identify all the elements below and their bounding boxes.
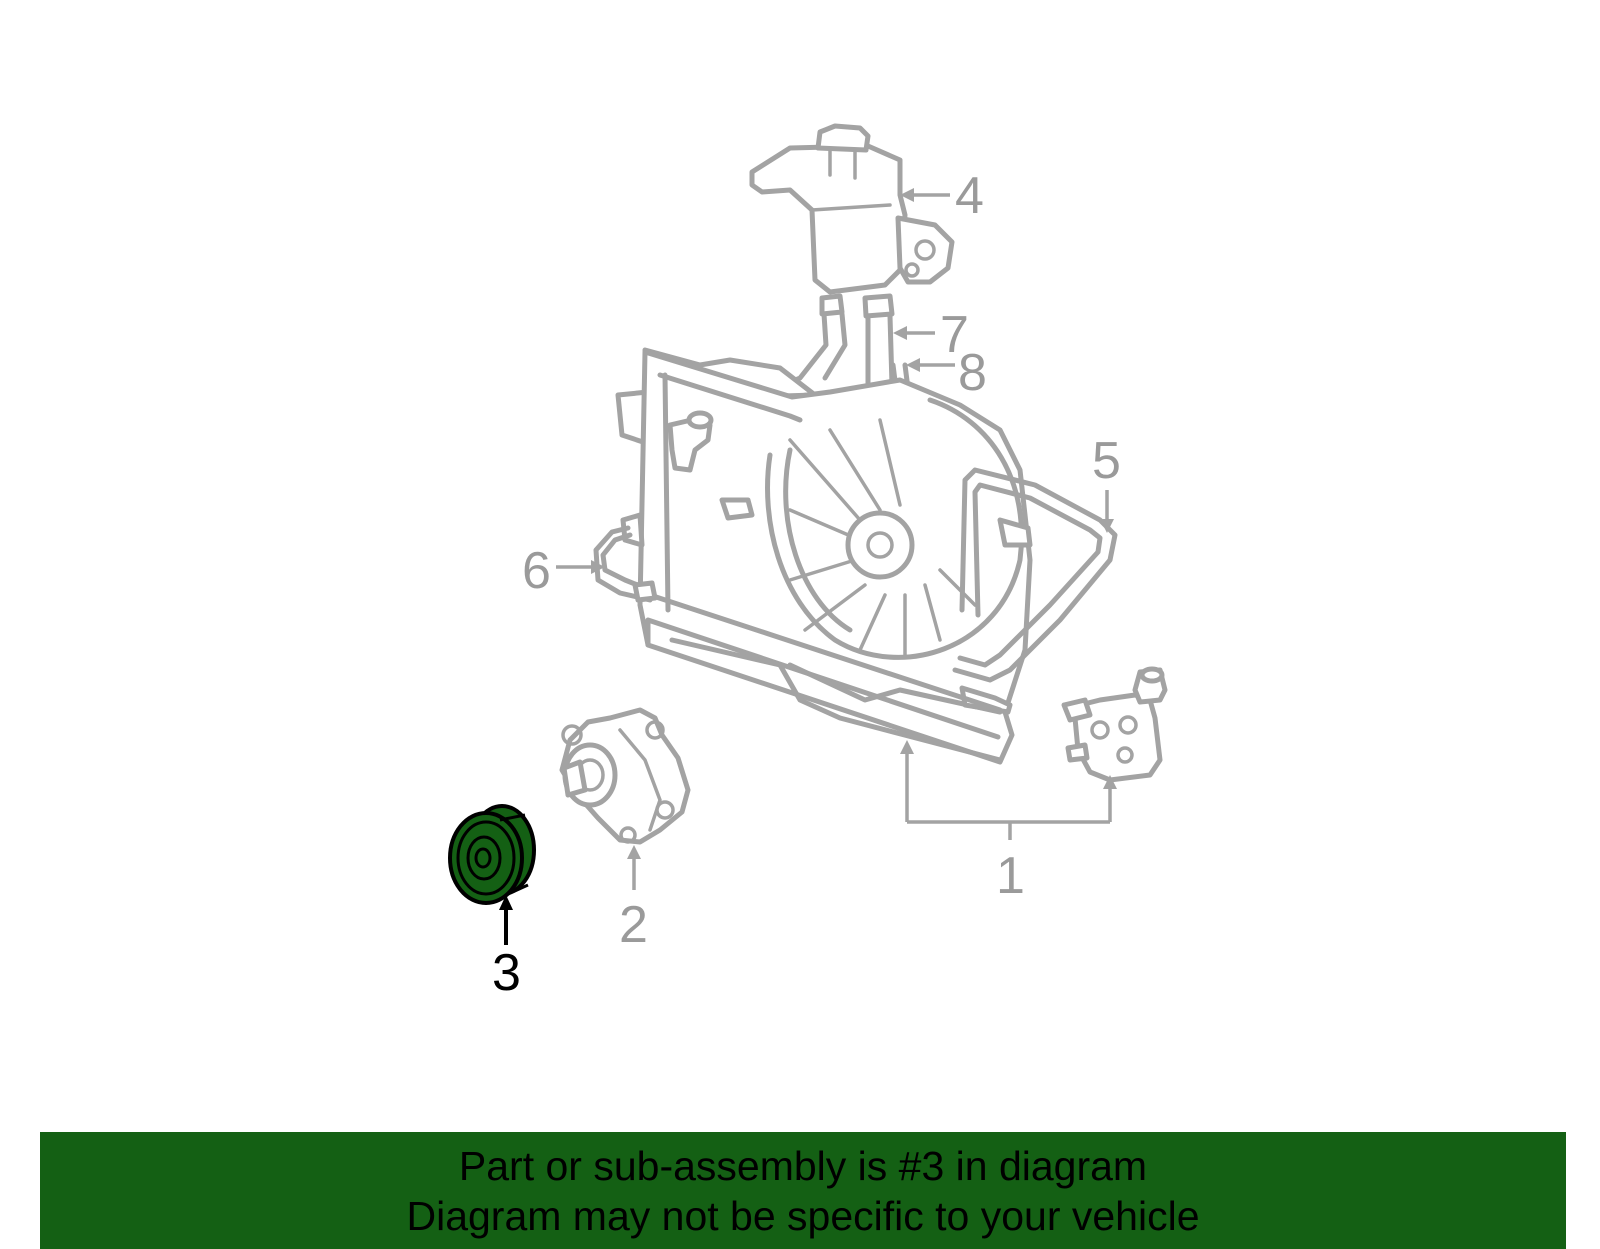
leader-1 (900, 740, 1117, 840)
callout-7[interactable]: 7 (940, 306, 969, 364)
callout-5[interactable]: 5 (1092, 432, 1121, 490)
leader-2 (627, 845, 641, 890)
callout-6[interactable]: 6 (522, 542, 551, 600)
banner-line-disclaimer: Diagram may not be specific to your vehi… (406, 1192, 1200, 1239)
callout-4[interactable]: 4 (955, 167, 984, 225)
part-2-alternator[interactable] (559, 707, 691, 845)
callout-1[interactable]: 1 (996, 847, 1025, 905)
part-3-pulley[interactable] (448, 804, 536, 905)
part-5-line[interactable] (952, 467, 1118, 715)
leader-8 (906, 358, 955, 372)
part-1-fan-shroud-assembly[interactable] (615, 347, 1033, 765)
leader-5 (1100, 490, 1114, 533)
leader-7 (893, 326, 935, 340)
callout-8[interactable]: 8 (958, 344, 987, 402)
banner-line-part: Part or sub-assembly is #3 in diagram (458, 1142, 1148, 1189)
part-1-pump[interactable] (1061, 666, 1168, 783)
leader-6 (556, 560, 605, 574)
leader-4 (900, 188, 950, 202)
part-4-coolant-reservoir[interactable] (749, 123, 955, 295)
part-7-hose[interactable] (773, 293, 895, 391)
leader-3 (499, 895, 513, 945)
info-banner: Part or sub-assembly is #3 in diagram Di… (40, 1132, 1566, 1249)
callout-2[interactable]: 2 (619, 896, 648, 954)
callout-3[interactable]: 3 (492, 944, 521, 1002)
